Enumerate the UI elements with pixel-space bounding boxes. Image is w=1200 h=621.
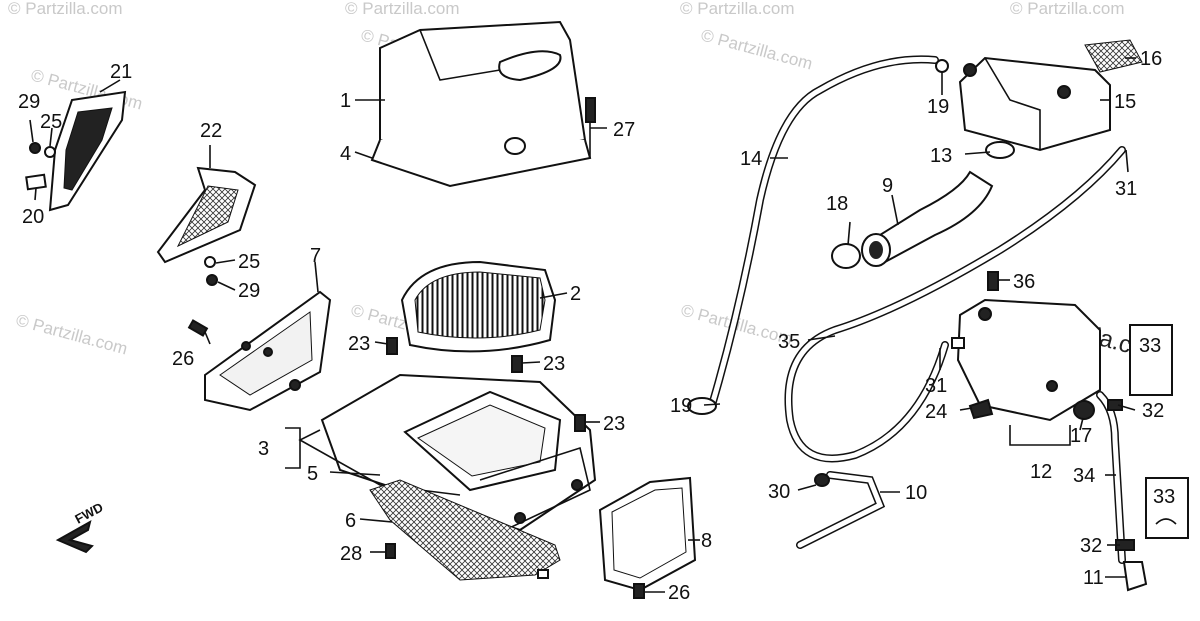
forward-arrow-icon xyxy=(55,519,94,554)
watermark-text: © Partzilla.com xyxy=(1010,0,1125,18)
part-27-bolt xyxy=(585,97,596,123)
part-32-clamp xyxy=(1107,399,1123,411)
callout-33-upper: 33 xyxy=(1139,335,1161,357)
callout-24: 24 xyxy=(925,401,947,423)
callout-4: 4 xyxy=(340,143,351,165)
callout-15: 15 xyxy=(1114,91,1136,113)
callout-34: 34 xyxy=(1073,465,1095,487)
callout-17: 17 xyxy=(1070,425,1092,447)
part-23-bolt xyxy=(511,355,523,373)
part-28-bolt xyxy=(385,543,396,559)
callout-21: 21 xyxy=(110,61,132,83)
part-19-clip xyxy=(687,397,717,415)
part-10-elbow-tube xyxy=(796,471,886,549)
part-29-screw xyxy=(206,274,218,286)
part-34-drain-tube xyxy=(1096,391,1148,592)
callout-16: 16 xyxy=(1140,48,1162,70)
callout-27: 27 xyxy=(613,119,635,141)
part-9-connecting-hose xyxy=(831,170,994,269)
part-2-filter-element xyxy=(400,260,557,353)
part-33-label-box xyxy=(1129,324,1173,396)
callout-23-right: 23 xyxy=(603,413,625,435)
callout-8: 8 xyxy=(701,530,712,552)
part-20-emblem xyxy=(25,173,47,191)
callout-30: 30 xyxy=(768,481,790,503)
callout-1: 1 xyxy=(340,90,351,112)
callout-19-upper: 19 xyxy=(927,96,949,118)
part-36-bolt xyxy=(987,271,999,291)
part-16-bracket xyxy=(1084,39,1143,73)
callout-13: 13 xyxy=(930,145,952,167)
part-15-reservoir-tank xyxy=(935,39,1143,159)
part-22-cover-bracket xyxy=(156,166,257,286)
watermark-text: © Partzilla.com xyxy=(345,0,460,18)
part-3-air-cleaner-case xyxy=(298,373,597,532)
part-25-grommet xyxy=(44,146,56,158)
part-7-air-tray xyxy=(187,290,332,412)
part-33-label-box xyxy=(1145,477,1189,539)
part-17-cap xyxy=(1073,400,1095,420)
part-21-side-cover xyxy=(25,90,127,212)
watermark-text: © Partzilla.com xyxy=(14,311,130,359)
callout-3: 3 xyxy=(258,438,269,460)
part-23-bolt xyxy=(574,414,586,432)
callout-2: 2 xyxy=(570,283,581,305)
part-30-clip xyxy=(814,473,830,487)
part-14-breather-hose xyxy=(687,55,939,415)
callout-18: 18 xyxy=(826,193,848,215)
callout-25-upper: 25 xyxy=(40,111,62,133)
watermark-text: © Partzilla.com xyxy=(680,0,795,18)
part-11-plug xyxy=(1122,561,1148,592)
part-19-clip xyxy=(935,59,949,73)
part-1-air-cleaner-cover xyxy=(370,20,596,188)
watermark-text: © Partzilla.com xyxy=(8,0,123,18)
part-13-clamp xyxy=(985,141,1015,159)
part-24-clip xyxy=(968,398,994,420)
callout-33-lower: 33 xyxy=(1153,486,1175,508)
callout-14: 14 xyxy=(740,148,762,170)
callout-29-lower: 29 xyxy=(238,280,260,302)
callout-12: 12 xyxy=(1030,461,1052,483)
callout-9: 9 xyxy=(882,175,893,197)
part-29-screw xyxy=(29,142,41,154)
callout-26-left: 26 xyxy=(172,348,194,370)
callout-31-upper: 31 xyxy=(1115,178,1137,200)
callout-28: 28 xyxy=(340,543,362,565)
callout-11: 11 xyxy=(1083,567,1104,589)
part-26-bolt xyxy=(187,319,209,337)
callout-35: 35 xyxy=(778,331,800,353)
callout-36: 36 xyxy=(1013,271,1035,293)
callout-32-lower: 32 xyxy=(1080,535,1102,557)
part-25-grommet xyxy=(204,256,216,268)
callout-32-upper: 32 xyxy=(1142,400,1164,422)
part-8-cover-plate xyxy=(598,476,697,599)
callout-leader-lines xyxy=(29,57,1136,593)
part-12-catch-tank xyxy=(951,271,1101,422)
callout-25-lower: 25 xyxy=(238,251,260,273)
part-23-bolt xyxy=(386,337,398,355)
forward-direction-marker: FWD xyxy=(55,500,106,554)
callout-7: 7 xyxy=(310,245,321,267)
callout-29-upper: 29 xyxy=(18,91,40,113)
callout-labels: 1 2 3 4 5 6 7 8 9 10 11 12 13 14 15 16 1… xyxy=(18,48,1175,604)
part-35-drain-hose xyxy=(784,146,1126,463)
part-18-clamp xyxy=(831,243,861,269)
callout-6: 6 xyxy=(345,510,356,532)
callout-23-middle: 23 xyxy=(543,353,565,375)
callout-31-lower: 31 xyxy=(925,375,947,397)
callout-26-bottom: 26 xyxy=(668,582,690,604)
callout-19-lower: 19 xyxy=(670,395,692,417)
callout-23-left: 23 xyxy=(348,333,370,355)
callout-22: 22 xyxy=(200,120,222,142)
part-6-intake-screen xyxy=(369,479,561,581)
callout-20: 20 xyxy=(22,206,44,228)
callout-5: 5 xyxy=(307,463,318,485)
part-26-bolt xyxy=(633,583,645,599)
watermark-text: © Partzilla.com xyxy=(699,26,815,74)
callout-10: 10 xyxy=(905,482,927,504)
